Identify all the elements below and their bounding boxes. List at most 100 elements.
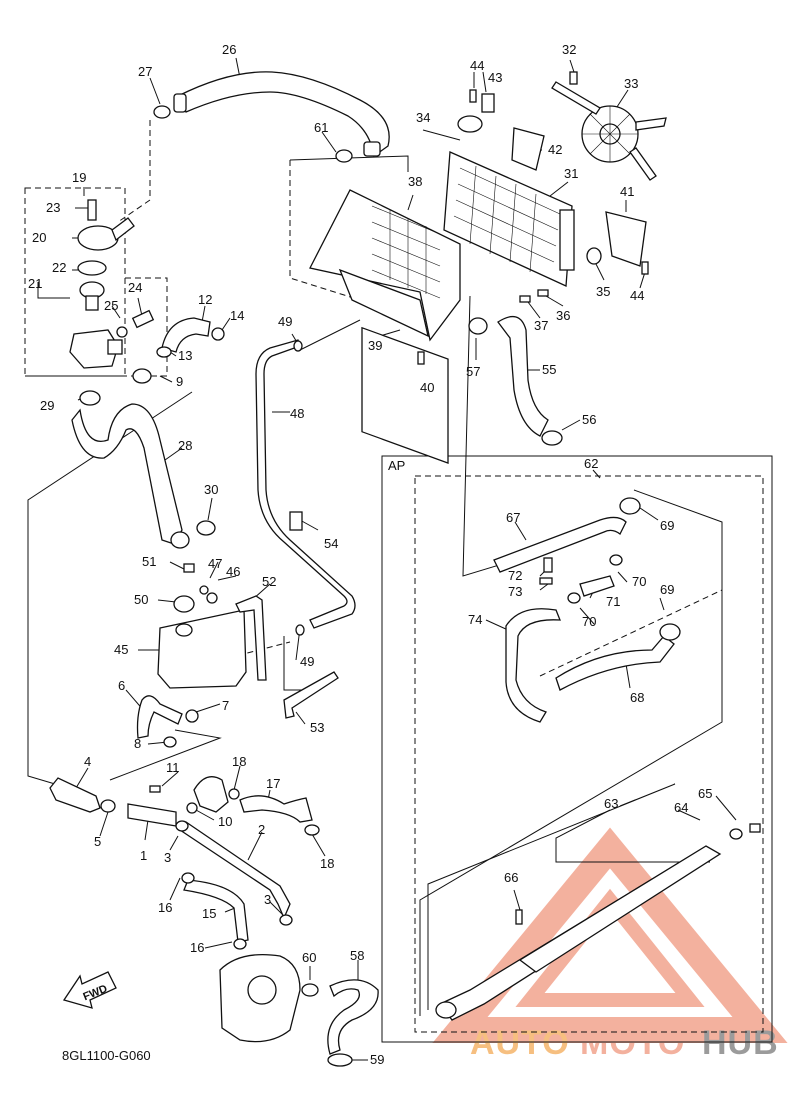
callout-61: 61 [314, 120, 328, 135]
bolt-65 [749, 823, 761, 833]
callout-22: 22 [52, 260, 66, 275]
callout-58: 58 [350, 948, 364, 963]
callout-28: 28 [178, 438, 192, 453]
o-ring-10 [186, 802, 198, 814]
callout-48: 48 [290, 406, 304, 421]
callout-59: 59 [370, 1052, 384, 1067]
breather-hose-48 [255, 339, 356, 629]
callout-51: 51 [142, 554, 156, 569]
callout-69b: 69 [660, 582, 674, 597]
callout-9: 9 [176, 374, 183, 389]
hose-67 [493, 516, 627, 573]
clamp-54 [289, 511, 303, 531]
clamp-18-top [228, 788, 240, 800]
bolt-32 [569, 71, 578, 85]
bolt-73 [539, 577, 553, 585]
callout-26: 26 [222, 42, 236, 57]
collar-46 [206, 592, 218, 604]
callout-62: 62 [584, 456, 598, 471]
part-number-labels: 1 2 3 3 4 5 6 7 8 9 10 11 12 13 14 15 16… [28, 42, 712, 1067]
clamp-56 [541, 430, 563, 446]
callout-46: 46 [226, 564, 240, 579]
callout-7: 7 [222, 698, 229, 713]
bracket-43 [481, 93, 495, 113]
hose-52 [235, 595, 267, 681]
clamp-7 [185, 709, 199, 723]
callout-15: 15 [202, 906, 216, 921]
callout-3a: 3 [164, 850, 171, 865]
clip-49-bottom [295, 624, 305, 636]
watermark-auto: AUTO [470, 1024, 570, 1062]
washer-25 [116, 326, 128, 338]
callout-73: 73 [508, 584, 522, 599]
bolt-40 [417, 351, 425, 365]
joint-71 [579, 575, 615, 597]
hose-55 [497, 315, 549, 437]
section-ap-label: AP [388, 458, 405, 473]
callout-38: 38 [408, 174, 422, 189]
callout-35: 35 [596, 284, 610, 299]
bracket-41 [605, 211, 647, 267]
callout-63: 63 [604, 796, 618, 811]
callout-2: 2 [258, 822, 265, 837]
callout-14: 14 [230, 308, 244, 323]
callout-39: 39 [368, 338, 382, 353]
hose-clamp-61 [335, 149, 353, 163]
hose-74 [505, 608, 561, 723]
bolt-44-top [469, 89, 477, 103]
callout-49b: 49 [300, 654, 314, 669]
pipe-2 [179, 821, 291, 920]
clip-49-top [293, 340, 303, 352]
clamp-70-left [567, 592, 581, 604]
reservoir-tank-45 [157, 609, 247, 689]
clamp-69-right [659, 623, 681, 641]
bolt-44-right [641, 261, 649, 275]
section-62-box [414, 475, 764, 1033]
clamp-18-bottom [304, 824, 320, 836]
callout-16a: 16 [158, 900, 172, 915]
radiator-shroud [338, 268, 429, 338]
callout-54: 54 [324, 536, 338, 551]
radiator-31 [443, 151, 573, 287]
callout-40: 40 [420, 380, 434, 395]
callout-11: 11 [166, 760, 180, 775]
section-ap-box [381, 455, 773, 1043]
radiator-guard-38 [309, 189, 461, 342]
callout-21: 21 [28, 276, 42, 291]
diagram-code: 8GL1100-G060 [62, 1048, 151, 1063]
callout-45: 45 [114, 642, 128, 657]
thermostat-housing [69, 329, 119, 369]
callout-67: 67 [506, 510, 520, 525]
clamp-14 [211, 327, 225, 341]
callout-57: 57 [466, 364, 480, 379]
bolt-37 [519, 295, 531, 303]
hose-6 [136, 695, 183, 739]
bolt-36 [537, 289, 549, 297]
callout-55: 55 [542, 362, 556, 377]
callout-34: 34 [416, 110, 430, 125]
damper-35 [586, 247, 602, 265]
callout-3b: 3 [264, 892, 271, 907]
callout-27: 27 [138, 64, 152, 79]
clamp-69-top [619, 497, 641, 515]
bolt-23 [87, 199, 97, 221]
callout-32: 32 [562, 42, 576, 57]
bolt-47 [199, 585, 209, 595]
clamp-60 [301, 983, 319, 997]
tank-cap-50 [173, 595, 195, 613]
callout-18a: 18 [232, 754, 246, 769]
callout-5: 5 [94, 834, 101, 849]
callout-25: 25 [104, 298, 118, 313]
callout-24: 24 [128, 280, 142, 295]
bolt-51 [183, 563, 195, 573]
clamp-3-lower [279, 914, 293, 926]
hose-17 [239, 795, 313, 823]
callout-70b: 70 [632, 574, 646, 589]
hose-clamp-27 [153, 105, 171, 119]
callout-74: 74 [468, 612, 482, 627]
callout-37: 37 [534, 318, 548, 333]
callout-12: 12 [198, 292, 212, 307]
callout-49a: 49 [278, 314, 292, 329]
callout-20: 20 [32, 230, 46, 245]
radiator-core-39 [361, 326, 449, 464]
